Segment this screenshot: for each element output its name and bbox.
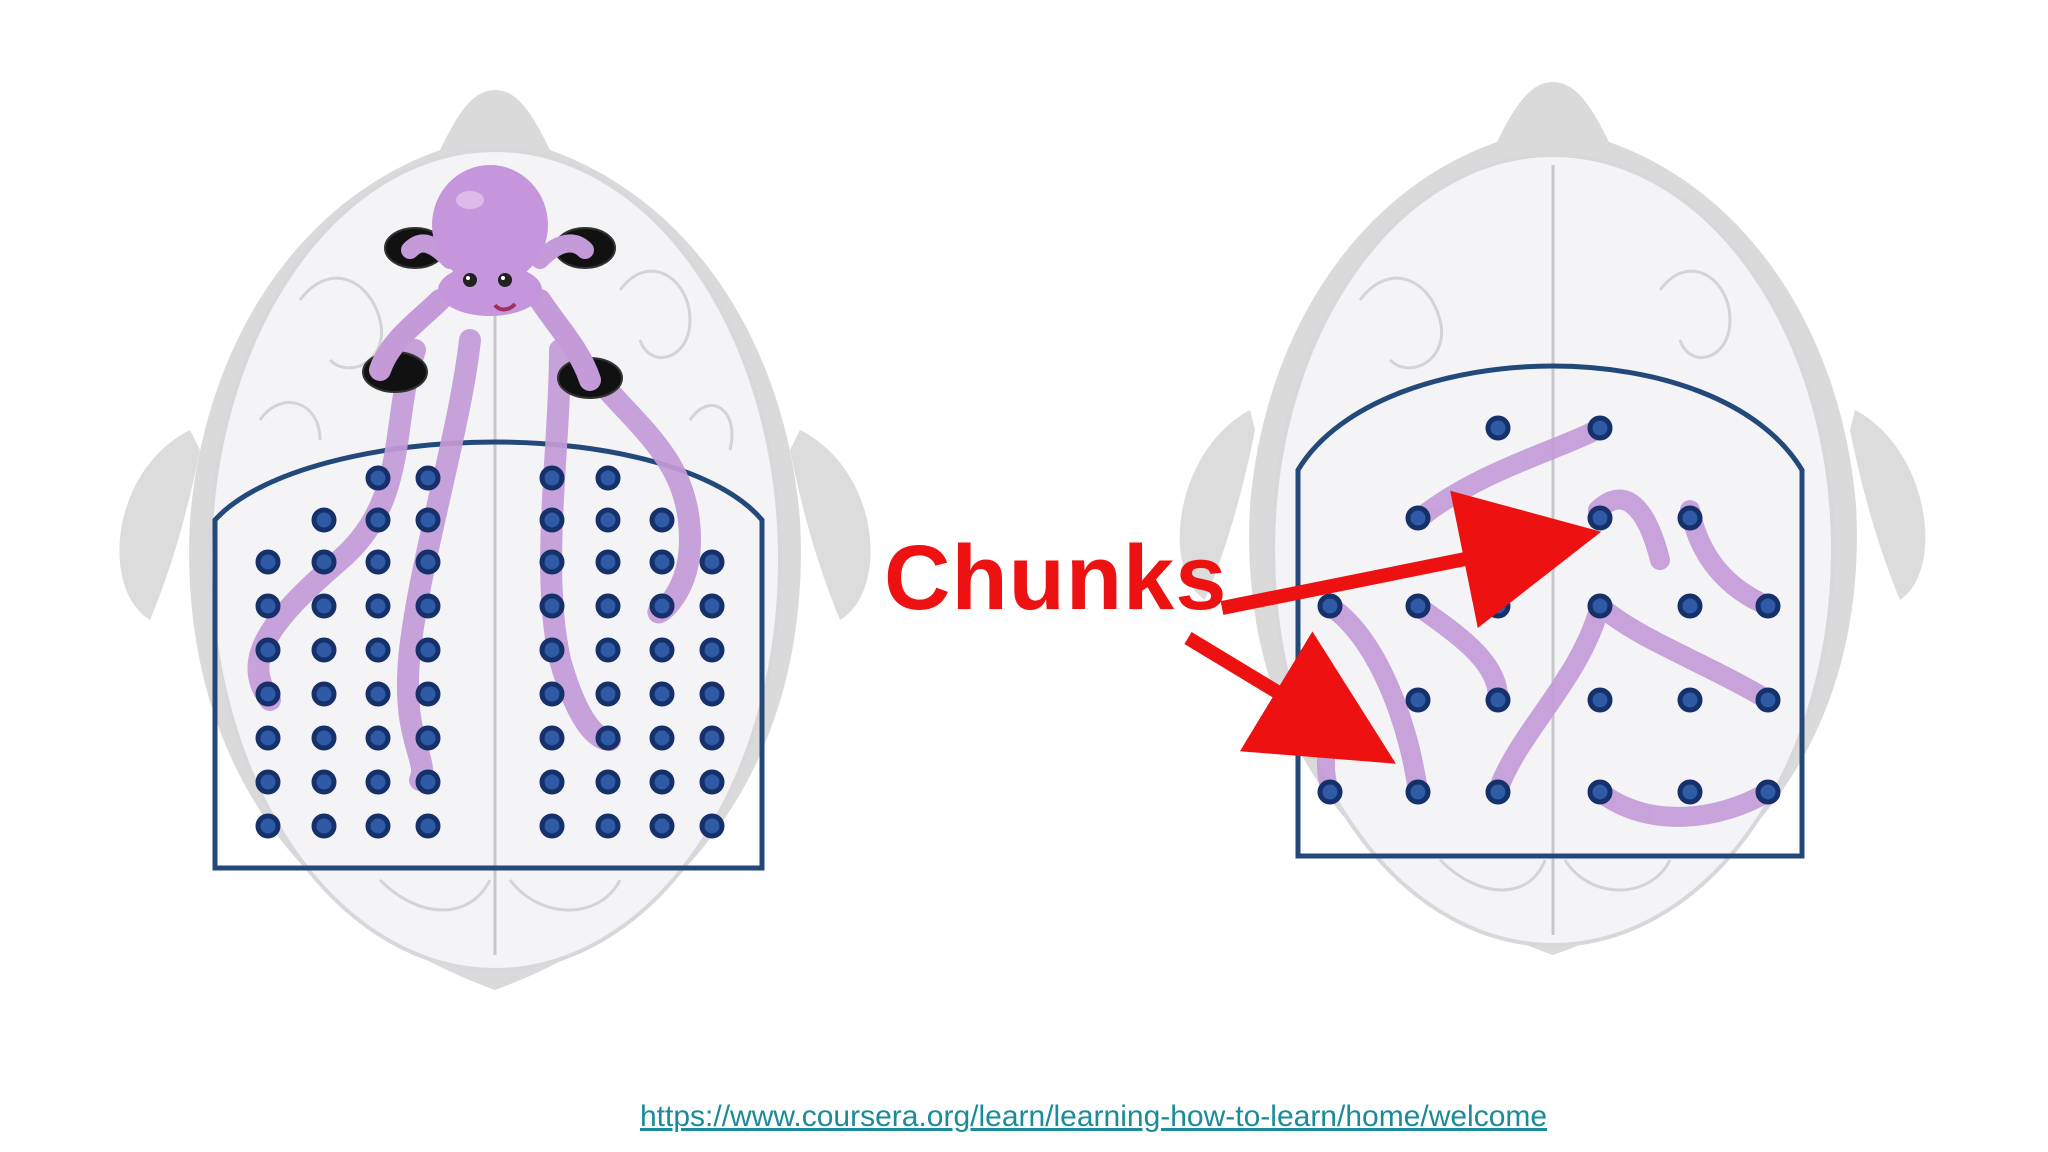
arrow-to-lower-chunk: [1184, 631, 1396, 764]
source-link[interactable]: https://www.coursera.org/learn/learning-…: [640, 1100, 1548, 1133]
left-brain: [119, 90, 871, 990]
left-ear-right: [790, 430, 871, 620]
arrow-icon: [1184, 490, 1602, 764]
right-brain: [1179, 82, 1926, 955]
left-ear-left: [119, 430, 200, 620]
left-tentacles: [247, 329, 702, 791]
octopus-icon: [369, 165, 601, 391]
right-ear-left: [1179, 410, 1255, 600]
left-dots: [255, 465, 725, 839]
right-frame: [1295, 363, 1805, 859]
chunks-label: Chunks: [884, 527, 1228, 629]
arrow-to-upper-chunk: [1220, 490, 1602, 628]
right-ear-right: [1850, 410, 1926, 600]
left-frame: [212, 439, 765, 871]
